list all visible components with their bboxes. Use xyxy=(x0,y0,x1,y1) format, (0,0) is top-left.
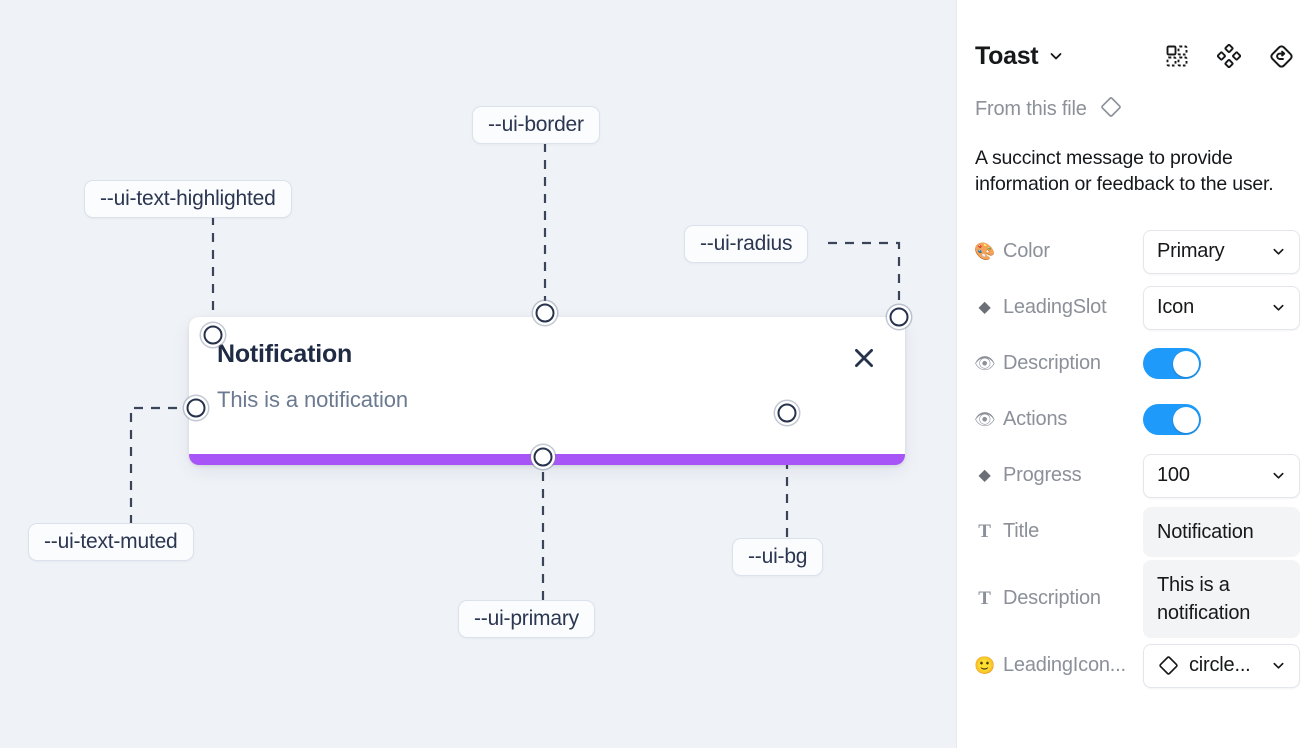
title-input[interactable]: Notification xyxy=(1143,506,1300,557)
property-row-title: T Title Notification xyxy=(975,504,1300,560)
color-select-value: Primary xyxy=(1157,240,1225,263)
property-label-description-text: T Description xyxy=(975,587,1143,610)
property-label-color: 🎨 Color xyxy=(975,240,1143,263)
close-x-icon[interactable] xyxy=(849,343,879,373)
annotation-chip-ui-text-muted[interactable]: --ui-text-muted xyxy=(28,523,194,561)
chevron-down-icon xyxy=(1271,658,1286,673)
property-name: Actions xyxy=(1003,408,1068,431)
property-name: Title xyxy=(1003,520,1040,543)
chevron-down-icon xyxy=(1271,244,1286,259)
from-this-file-label: From this file xyxy=(975,97,1087,120)
diamond-component-icon xyxy=(1099,95,1123,124)
component-set-icon[interactable] xyxy=(1216,43,1242,69)
toggle-knob xyxy=(1172,350,1199,377)
variants-grid-icon[interactable] xyxy=(1164,43,1190,69)
palette-emoji-icon: 🎨 xyxy=(975,242,995,262)
toast-title: Notification xyxy=(217,340,353,368)
property-name: Description xyxy=(1003,587,1101,610)
property-name: LeadingSlot xyxy=(1003,296,1107,319)
chevron-down-icon[interactable] xyxy=(1048,48,1064,64)
progress-select-value: 100 xyxy=(1157,464,1190,487)
chevron-down-icon xyxy=(1271,300,1286,315)
diamond-icon: ◆ xyxy=(978,466,991,484)
property-row-description-toggle: 👁 Description xyxy=(975,336,1294,392)
reset-instance-icon[interactable] xyxy=(1268,43,1294,69)
handle-ui-text-muted[interactable] xyxy=(186,398,206,418)
eye-emoji-icon: 👁 xyxy=(975,410,996,430)
annotation-chip-ui-radius[interactable]: --ui-radius xyxy=(684,225,809,263)
smiley-emoji-icon: 🙂 xyxy=(975,656,995,676)
toast-body: Notification This is a notification xyxy=(189,317,905,454)
property-label-actions-toggle: 👁 Actions xyxy=(975,408,1143,431)
property-label-progress: ◆ Progress xyxy=(975,464,1143,487)
progress-select[interactable]: 100 xyxy=(1143,453,1300,498)
handle-ui-text-highlighted[interactable] xyxy=(203,325,223,345)
design-canvas[interactable]: Notification This is a notification --ui… xyxy=(0,0,956,748)
property-row-leadingicon: 🙂 LeadingIcon... circle... xyxy=(975,638,1300,694)
handle-ui-radius[interactable] xyxy=(889,307,909,327)
panel-title: Toast xyxy=(975,41,1039,70)
description-input[interactable]: This is a notification xyxy=(1143,559,1300,638)
properties-list: 🎨 Color Primary ◆ LeadingSlot xyxy=(975,224,1300,694)
actions-toggle[interactable] xyxy=(1143,404,1201,436)
annotation-chip-ui-primary[interactable]: --ui-primary xyxy=(458,600,595,638)
eye-emoji-icon: 👁 xyxy=(975,354,996,374)
toggle-knob xyxy=(1172,406,1199,433)
property-label-leadingslot: ◆ LeadingSlot xyxy=(975,296,1143,319)
panel-header: Toast xyxy=(975,24,1294,88)
description-toggle[interactable] xyxy=(1143,348,1201,380)
diamond-icon: ◆ xyxy=(978,298,991,316)
chevron-down-icon xyxy=(1271,468,1286,483)
properties-panel: Toast xyxy=(956,0,1312,748)
text-t-icon: T xyxy=(978,588,991,610)
color-select[interactable]: Primary xyxy=(1143,229,1300,274)
property-row-progress: ◆ Progress 100 xyxy=(975,448,1300,504)
panel-header-actions xyxy=(1164,43,1294,69)
toast-description: This is a notification xyxy=(217,386,408,412)
handle-ui-primary[interactable] xyxy=(533,447,553,467)
property-row-color: 🎨 Color Primary xyxy=(975,224,1300,280)
property-label-description-toggle: 👁 Description xyxy=(975,352,1143,375)
property-label-title: T Title xyxy=(975,520,1143,543)
property-row-leadingslot: ◆ LeadingSlot Icon xyxy=(975,280,1300,336)
property-row-description-text: T Description This is a notification xyxy=(975,559,1300,638)
annotation-chip-ui-border[interactable]: --ui-border xyxy=(472,106,600,144)
property-label-leadingicon: 🙂 LeadingIcon... xyxy=(975,654,1143,677)
property-name: Progress xyxy=(1003,464,1082,487)
component-description: A succinct message to provide informatio… xyxy=(975,147,1274,195)
property-name: Description xyxy=(1003,352,1101,375)
annotation-chip-ui-text-highlighted[interactable]: --ui-text-highlighted xyxy=(84,180,292,218)
leadingicon-select[interactable]: circle... xyxy=(1143,643,1300,688)
leadingslot-select-value: Icon xyxy=(1157,296,1195,319)
property-name: LeadingIcon... xyxy=(1003,654,1126,677)
handle-ui-bg[interactable] xyxy=(777,403,797,423)
from-this-file-row[interactable]: From this file xyxy=(975,94,1294,124)
property-row-actions-toggle: 👁 Actions xyxy=(975,392,1294,448)
diamond-component-icon xyxy=(1157,654,1180,677)
property-name: Color xyxy=(1003,240,1050,263)
leadingicon-select-value: circle... xyxy=(1189,654,1251,677)
annotation-chip-ui-bg[interactable]: --ui-bg xyxy=(732,538,824,576)
handle-ui-border[interactable] xyxy=(535,303,555,323)
text-t-icon: T xyxy=(978,521,991,543)
toast-component[interactable]: Notification This is a notification xyxy=(189,317,905,465)
leadingslot-select[interactable]: Icon xyxy=(1143,285,1300,330)
